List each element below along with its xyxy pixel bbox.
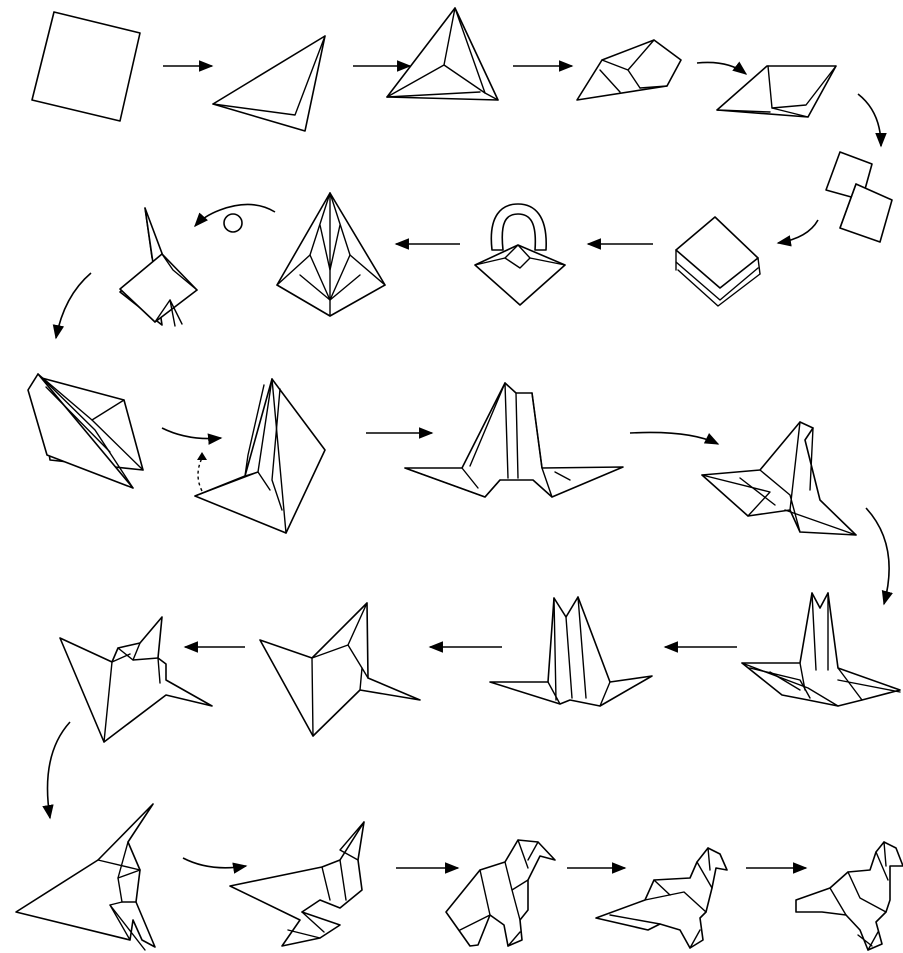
arrow-flip-loop	[195, 204, 275, 232]
step-22-pigeon-tail-spread	[596, 848, 727, 948]
arrow-curve-7	[866, 508, 889, 604]
step-8-petal-fold-open	[475, 204, 565, 305]
step-2-diagonal-fold-triangle	[213, 36, 325, 131]
arrow-curve-8	[48, 722, 71, 818]
step-13-spread-wings	[405, 383, 623, 497]
step-21-pigeon-standing	[446, 840, 555, 946]
arrow-curve-5	[162, 428, 221, 439]
step-18-head-folded	[60, 617, 212, 742]
step-17-body-shaped	[260, 603, 420, 736]
arrow-curve-3	[778, 220, 818, 243]
step-11-bird-base-flat	[28, 374, 143, 488]
step-6-turned-over-squares	[826, 152, 892, 242]
step-1-square-sheet	[32, 12, 140, 121]
arrow-curve-6	[630, 432, 718, 444]
step-14-tilted-wings	[702, 422, 856, 535]
arrow-curve-1	[697, 62, 746, 74]
step-16-folded-points	[490, 597, 652, 706]
step-19-bird-shape	[16, 804, 155, 950]
step-20-bird-with-legs	[230, 822, 364, 946]
arrow-curve-9	[183, 858, 246, 868]
step-15-layered-wings	[742, 593, 900, 706]
step-10-turn-over-kite	[120, 208, 197, 326]
step-5-flattened-square-flap	[717, 66, 836, 117]
step-3-folded-triangle-upright	[387, 8, 498, 100]
step-4-squash-fold	[577, 40, 681, 100]
arrow-curve-2	[858, 94, 881, 146]
step-23-pigeon-final	[796, 842, 903, 950]
step-9-bird-base-kite	[277, 193, 385, 316]
step-12-inside-reverse-fold	[195, 379, 325, 533]
step-7-square-base	[676, 217, 760, 306]
arrow-curve-4	[56, 273, 91, 338]
